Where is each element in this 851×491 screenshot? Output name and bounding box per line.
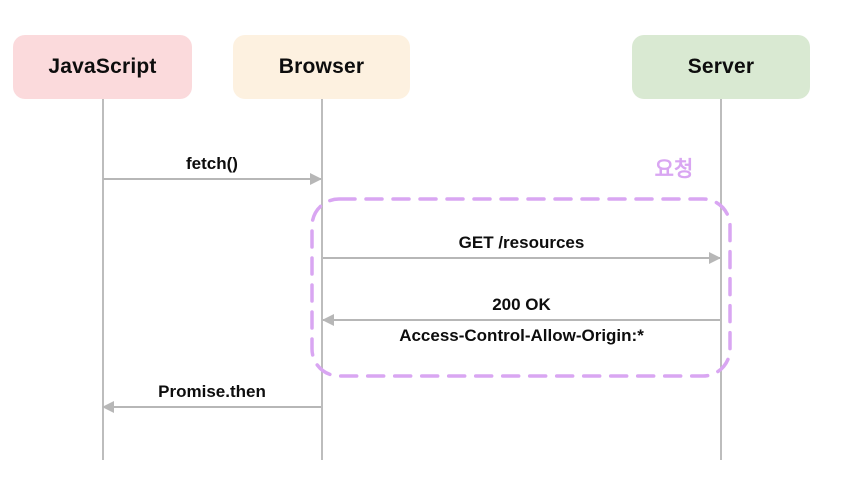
lifeline-javascript (102, 99, 104, 460)
cors-request-group (309, 196, 733, 379)
lifeline-server (720, 99, 722, 460)
arrowhead-right-icon (310, 173, 322, 185)
dashed-rect (310, 197, 732, 378)
dashed-group-border (310, 197, 732, 378)
arrowhead-right-icon (709, 252, 721, 264)
message-get-line (323, 257, 720, 259)
actor-label-server: Server (687, 55, 755, 78)
arrowhead-left-icon (102, 401, 114, 413)
message-fetch-line (103, 178, 321, 180)
message-200-ok-line (323, 319, 720, 321)
message-get-label: GET /resources (458, 233, 585, 252)
actor-box-browser: Browser (233, 35, 410, 99)
message-200-ok-label: 200 OK (492, 295, 551, 314)
actor-box-javascript: JavaScript (13, 35, 192, 99)
message-promise-line (103, 406, 321, 408)
actor-label-browser: Browser (278, 55, 365, 78)
message-200-ok-sublabel: Access-Control-Allow-Origin:* (399, 326, 644, 345)
actor-label-javascript: JavaScript (48, 55, 157, 78)
arrowhead-left-icon (322, 314, 334, 326)
actor-box-server: Server (632, 35, 810, 99)
message-promise-label: Promise.then (158, 382, 266, 401)
message-fetch-label: fetch() (186, 154, 238, 173)
lifeline-browser (321, 99, 323, 460)
request-group-label: 요청 (654, 158, 694, 181)
